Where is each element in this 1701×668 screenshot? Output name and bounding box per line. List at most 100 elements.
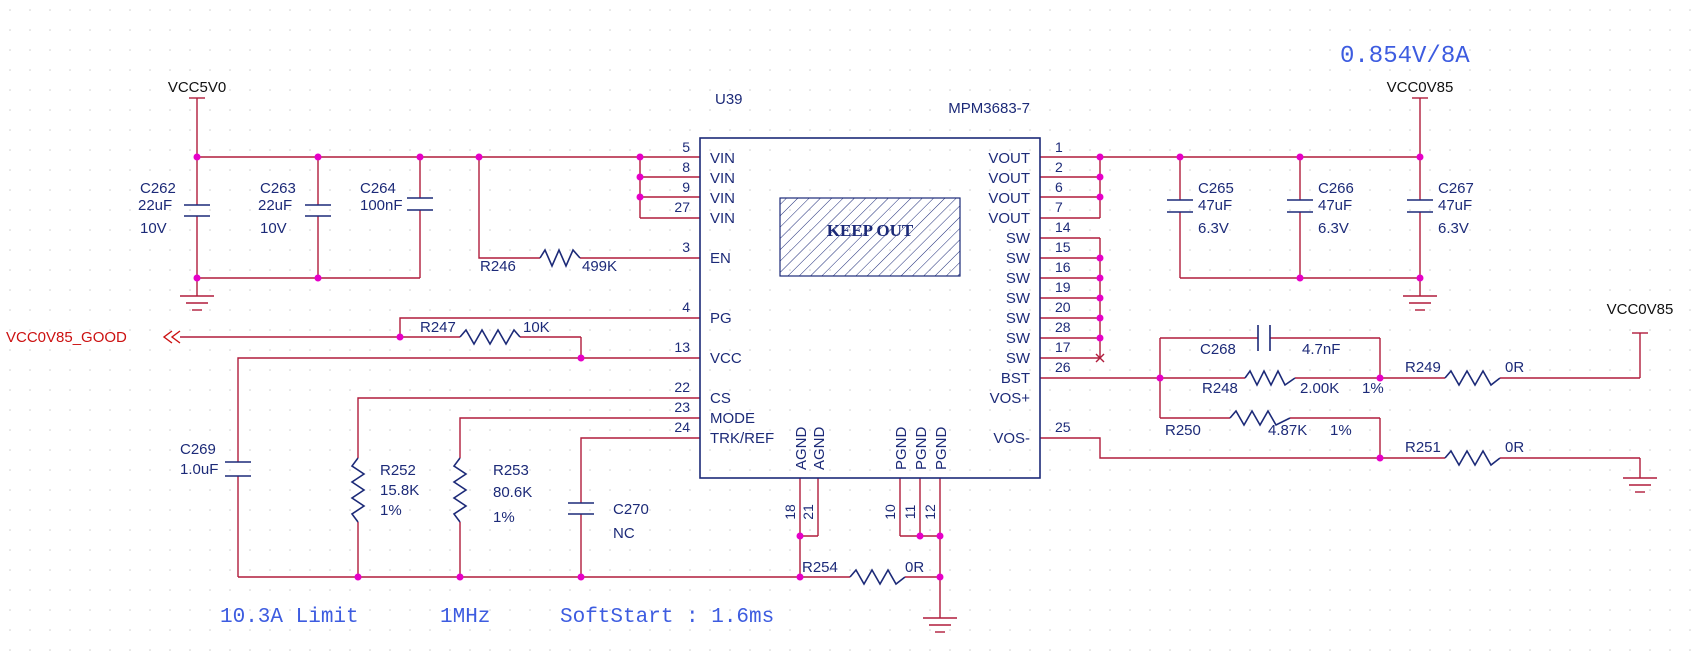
ref-label: C268 bbox=[1200, 341, 1236, 358]
resistor-r249[interactable]: R249 0R bbox=[1405, 359, 1524, 387]
value-label: 1.0uF bbox=[180, 461, 218, 478]
pin-name: VOUT bbox=[988, 190, 1030, 207]
capacitor-c270[interactable]: C270 NC bbox=[568, 501, 649, 542]
junction-dots bbox=[193, 153, 1424, 581]
rating-label: 6.3V bbox=[1438, 220, 1469, 237]
pin-name: VOUT bbox=[988, 150, 1030, 167]
pin-name: SW bbox=[1006, 270, 1031, 287]
resistor-r252[interactable]: R252 15.8K 1% bbox=[350, 457, 419, 523]
pin-name: VOUT bbox=[988, 170, 1030, 187]
pin-num: 24 bbox=[674, 419, 690, 435]
pin-name: SW bbox=[1006, 250, 1031, 267]
ref-label: R254 bbox=[802, 559, 838, 576]
power-port-vcc0v85-sense[interactable]: VCC0V85 bbox=[1607, 301, 1674, 334]
pin-num: 11 bbox=[902, 505, 918, 520]
capacitor-c264[interactable]: C264 100nF bbox=[360, 180, 433, 214]
resistor-r254[interactable]: R254 0R bbox=[802, 559, 924, 586]
value-label: 0R bbox=[905, 559, 924, 576]
pin-name: SW bbox=[1006, 230, 1031, 247]
tol-label: 1% bbox=[1362, 380, 1384, 397]
pin-num: 20 bbox=[1055, 299, 1071, 315]
value-label: 2.00K bbox=[1300, 380, 1339, 397]
ic-part: MPM3683-7 bbox=[948, 100, 1030, 117]
pin-num: 4 bbox=[682, 299, 690, 315]
value-label: 47uF bbox=[1198, 197, 1232, 214]
pin-num: 26 bbox=[1055, 359, 1071, 375]
pin-num: 25 bbox=[1055, 419, 1071, 435]
value-label: 100nF bbox=[360, 197, 403, 214]
net-port-vcc0v85-good[interactable]: VCC0V85_GOOD bbox=[6, 329, 181, 346]
resistor-r248[interactable]: R248 2.00K 1% bbox=[1202, 369, 1384, 397]
capacitor-c268[interactable]: C268 4.7nF bbox=[1200, 325, 1340, 358]
value-label: NC bbox=[613, 525, 635, 542]
power-port-vcc5v0[interactable]: VCC5V0 bbox=[168, 79, 226, 99]
capacitor-c263[interactable]: C263 22uF 10V bbox=[258, 180, 331, 237]
pin-name: VIN bbox=[710, 210, 735, 227]
pin-num: 2 bbox=[1055, 159, 1063, 175]
pin-name: AGND bbox=[793, 426, 810, 470]
pin-name: CS bbox=[710, 390, 731, 407]
resistor-r247[interactable]: R247 10K bbox=[420, 319, 550, 346]
resistor-r251[interactable]: R251 0R bbox=[1405, 439, 1524, 467]
pin-num: 18 bbox=[782, 504, 798, 520]
net-label: VCC0V85 bbox=[1387, 79, 1454, 96]
ic-body bbox=[699, 137, 1041, 479]
pin-name: VIN bbox=[710, 190, 735, 207]
capacitor-c265[interactable]: C265 47uF 6.3V bbox=[1167, 180, 1234, 237]
ground-icon bbox=[1623, 477, 1657, 493]
keep-out-zone bbox=[779, 197, 961, 277]
ref-label: C266 bbox=[1318, 180, 1354, 197]
rating-label: 6.3V bbox=[1198, 220, 1229, 237]
capacitor-c267[interactable]: C267 47uF 6.3V bbox=[1407, 180, 1474, 237]
pin-name: BST bbox=[1001, 370, 1030, 387]
pin-name: PGND bbox=[933, 426, 950, 470]
pin-num: 15 bbox=[1055, 239, 1071, 255]
tol-label: 1% bbox=[493, 509, 515, 526]
ref-label: R253 bbox=[493, 462, 529, 479]
value-label: 22uF bbox=[258, 197, 292, 214]
capacitor-c262[interactable]: C262 22uF 10V bbox=[138, 180, 210, 237]
value-label: 4.7nF bbox=[1302, 341, 1340, 358]
pin-name: VIN bbox=[710, 150, 735, 167]
ref-label: R246 bbox=[480, 258, 516, 275]
net-label: VCC0V85 bbox=[1607, 301, 1674, 318]
value-label: 0R bbox=[1505, 439, 1524, 456]
pin-num: 28 bbox=[1055, 319, 1071, 335]
capacitor-c269[interactable]: C269 1.0uF bbox=[180, 441, 251, 478]
ref-label: R248 bbox=[1202, 380, 1238, 397]
pin-num: 5 bbox=[682, 139, 690, 155]
ic-u39[interactable]: KEEP OUT U39 MPM3683-7 VIN VIN VIN VIN E… bbox=[674, 91, 1105, 520]
ref-label: R251 bbox=[1405, 439, 1441, 456]
power-port-vcc0v85-out[interactable]: VCC0V85 bbox=[1387, 79, 1454, 99]
capacitor-c266[interactable]: C266 47uF 6.3V bbox=[1287, 180, 1354, 237]
pin-num: 21 bbox=[800, 504, 816, 520]
pin-num: 10 bbox=[882, 504, 898, 520]
pin-name: VOS- bbox=[993, 430, 1030, 447]
value-label: 22uF bbox=[138, 197, 172, 214]
resistor-r246[interactable]: R246 499K bbox=[480, 248, 617, 275]
ref-label: C263 bbox=[260, 180, 296, 197]
pin-name: VCC bbox=[710, 350, 742, 367]
rating-label: 10V bbox=[260, 220, 287, 237]
pin-name: MODE bbox=[710, 410, 755, 427]
pin-name: PGND bbox=[913, 426, 930, 470]
pin-num: 22 bbox=[674, 379, 690, 395]
ground-icon bbox=[1403, 295, 1437, 311]
resistor-r253[interactable]: R253 80.6K 1% bbox=[452, 457, 532, 526]
pin-name: SW bbox=[1006, 330, 1031, 347]
ref-label: C264 bbox=[360, 180, 396, 197]
pin-num: 7 bbox=[1055, 199, 1063, 215]
pin-name: AGND bbox=[811, 426, 828, 470]
ref-label: C269 bbox=[180, 441, 216, 458]
output-spec-note: 0.854V/8A bbox=[1340, 43, 1470, 70]
no-connect-icon bbox=[1095, 353, 1105, 363]
rating-label: 6.3V bbox=[1318, 220, 1349, 237]
pin-num: 27 bbox=[674, 199, 690, 215]
pin-num: 16 bbox=[1055, 259, 1071, 275]
pin-num: 6 bbox=[1055, 179, 1063, 195]
resistor-r250[interactable]: R250 4.87K 1% bbox=[1165, 409, 1352, 439]
value-label: 47uF bbox=[1318, 197, 1352, 214]
value-label: 0R bbox=[1505, 359, 1524, 376]
right-pins: VOUT VOUT VOUT VOUT SW SW SW SW SW SW SW… bbox=[988, 139, 1070, 447]
